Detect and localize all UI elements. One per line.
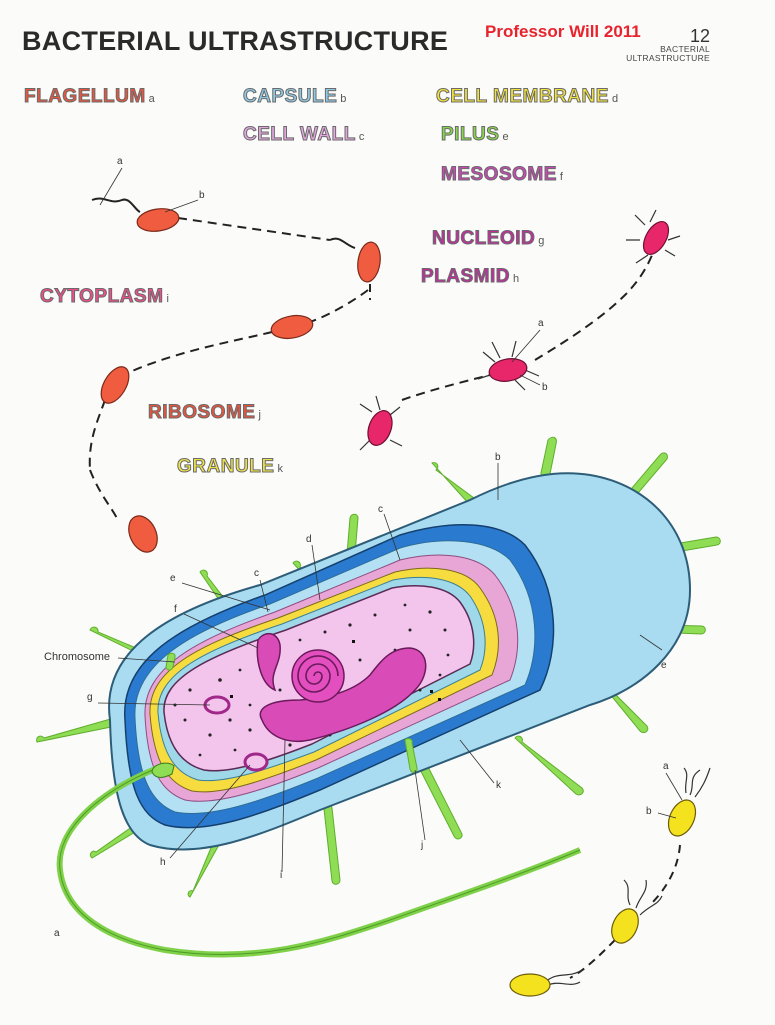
- red-rod-bacteria: [100, 208, 381, 553]
- callout-b-top: b: [199, 190, 205, 201]
- page-title: BACTERIAL ULTRASTRUCTURE: [22, 26, 449, 56]
- label-cell-wall-text: CELL WALL: [243, 124, 356, 146]
- callout-i-cytoplasm: i: [280, 870, 283, 881]
- motile-bacteria-sequence: [88, 197, 681, 979]
- label-mesosome-letter: f: [559, 171, 564, 183]
- pink-bacteria: [359, 209, 681, 451]
- callout-a-top: a: [117, 156, 123, 167]
- callout-a-yellow: a: [663, 761, 669, 772]
- label-plasmid-letter: h: [513, 273, 520, 285]
- callout-b-capsule: b: [495, 452, 501, 463]
- label-cytoplasm-text: CYTOPLASM: [39, 286, 164, 308]
- callout-b-yellow: b: [646, 806, 652, 817]
- chromosome-coil: [291, 649, 345, 703]
- cutaway-bacterium: [36, 436, 721, 958]
- callout-c-cellwall: c: [378, 504, 383, 515]
- callout-k-granule: k: [496, 780, 501, 791]
- callout-j-ribosome: j: [421, 840, 424, 851]
- callout-a-flagellum: a: [54, 928, 60, 939]
- label-granule-text: GRANULE: [176, 456, 275, 478]
- callout-d-membrane: d: [306, 534, 312, 545]
- label-nucleoid-letter: g: [538, 235, 545, 247]
- label-plasmid-text: PLASMID: [421, 266, 511, 288]
- label-capsule-letter: b: [340, 93, 347, 105]
- label-flagellum-letter: a: [148, 93, 156, 105]
- mesosome-shape: [256, 633, 281, 692]
- leader-lines: [97, 167, 683, 873]
- callout-g-nucleoid: g: [87, 692, 93, 703]
- callout-c-inner: c: [254, 568, 259, 579]
- label-cytoplasm-letter: i: [166, 293, 170, 305]
- label-pilus-text: PILUS: [440, 124, 500, 146]
- callout-a-pink: a: [538, 318, 544, 329]
- label-cell-membrane-letter: d: [611, 93, 619, 105]
- label-capsule-text: CAPSULE: [242, 86, 338, 108]
- callout-e-right: e: [661, 660, 667, 671]
- author-credit: Professor Will 2011: [485, 22, 641, 41]
- label-cell-membrane-text: CELL MEMBRANE: [436, 86, 609, 108]
- nucleoid-shape: [259, 647, 427, 742]
- running-head: BACTERIAL ULTRASTRUCTURE: [626, 44, 710, 63]
- label-nucleoid-text: NUCLEOID: [431, 228, 536, 250]
- label-granule-letter: k: [277, 463, 284, 475]
- label-pilus-letter: e: [502, 131, 510, 143]
- label-ribosome-text: RIBOSOME: [147, 402, 256, 424]
- callout-h-plasmid: h: [160, 857, 166, 868]
- chromosome-label: Chromosome: [44, 651, 111, 663]
- label-mesosome-text: MESOSOME: [441, 164, 557, 186]
- callout-b-pink: b: [542, 382, 548, 393]
- label-flagellum-text: FLAGELLUM: [24, 86, 146, 108]
- page-number: 12: [690, 26, 711, 46]
- yellow-bacteria: [509, 767, 711, 997]
- callout-f-mesosome: f: [174, 604, 177, 615]
- label-cell-wall-letter: c: [358, 131, 365, 143]
- callout-e-pilus: e: [170, 573, 176, 584]
- label-ribosome-letter: j: [258, 409, 262, 421]
